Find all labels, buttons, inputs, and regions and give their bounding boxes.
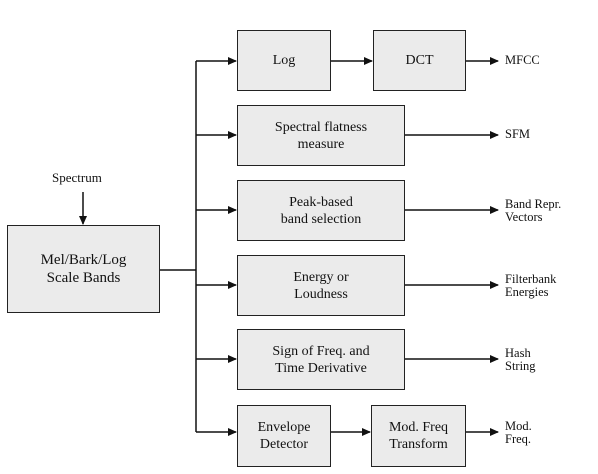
output-label-filterbank-energies: Filterbank Energies <box>505 273 556 299</box>
input-label: Spectrum <box>52 170 102 185</box>
output-label-line: Vectors <box>505 210 543 224</box>
spectral-flatness-block: Spectral flatness measure <box>237 105 405 166</box>
output-label-mfcc: MFCC <box>505 54 540 67</box>
dct-block: DCT <box>373 30 466 91</box>
output-label-line: Energies <box>505 285 549 299</box>
block-label-line: band selection <box>280 211 362 227</box>
output-label-line: Band Repr. <box>505 197 562 211</box>
block-label-line: DCT <box>405 53 434 68</box>
output-label-sfm: SFM <box>505 128 530 141</box>
mel-bark-log-scale-bands-block: Mel/Bark/Log Scale Bands <box>7 225 160 313</box>
energy-loudness-block: Energy or Loudness <box>237 255 405 316</box>
sign-of-derivative-block: Sign of Freq. and Time Derivative <box>237 329 405 390</box>
output-label-hash-string: Hash String <box>505 347 536 373</box>
block-label-line: Sign of Freq. and <box>272 343 370 359</box>
block-label-line: Loudness <box>294 286 348 302</box>
block-label-line: Time Derivative <box>275 360 367 376</box>
block-label-line: Peak-based <box>289 194 353 210</box>
block-label-line: Transform <box>389 437 448 452</box>
block-label-line: Mel/Bark/Log <box>40 252 127 268</box>
block-label-line: Scale Bands <box>46 270 121 286</box>
block-label-line: measure <box>297 136 345 152</box>
output-label-line: Hash <box>505 346 531 360</box>
block-label-line: Energy or <box>293 269 349 285</box>
output-label-line: Freq. <box>505 432 532 446</box>
output-label-line: SFM <box>505 127 531 141</box>
block-label-line: Mod. Freq <box>388 420 449 435</box>
mod-freq-transform-block: Mod. Freq Transform <box>371 405 466 467</box>
block-label-line: Log <box>272 53 296 68</box>
output-label-line: MFCC <box>505 53 540 67</box>
output-label-line: String <box>505 359 536 373</box>
block-label-line: Envelope <box>257 420 311 435</box>
output-label-band-repr-vectors: Band Repr. Vectors <box>505 198 561 224</box>
output-label-mod-freq: Mod. Freq. <box>505 420 532 446</box>
block-label-line: Spectral flatness <box>274 119 368 135</box>
peak-based-band-selection-block: Peak-based band selection <box>237 180 405 241</box>
envelope-detector-block: Envelope Detector <box>237 405 331 467</box>
log-block: Log <box>237 30 331 91</box>
output-label-line: Filterbank <box>505 272 557 286</box>
output-label-line: Mod. <box>505 419 532 433</box>
block-label-line: Detector <box>259 437 309 452</box>
